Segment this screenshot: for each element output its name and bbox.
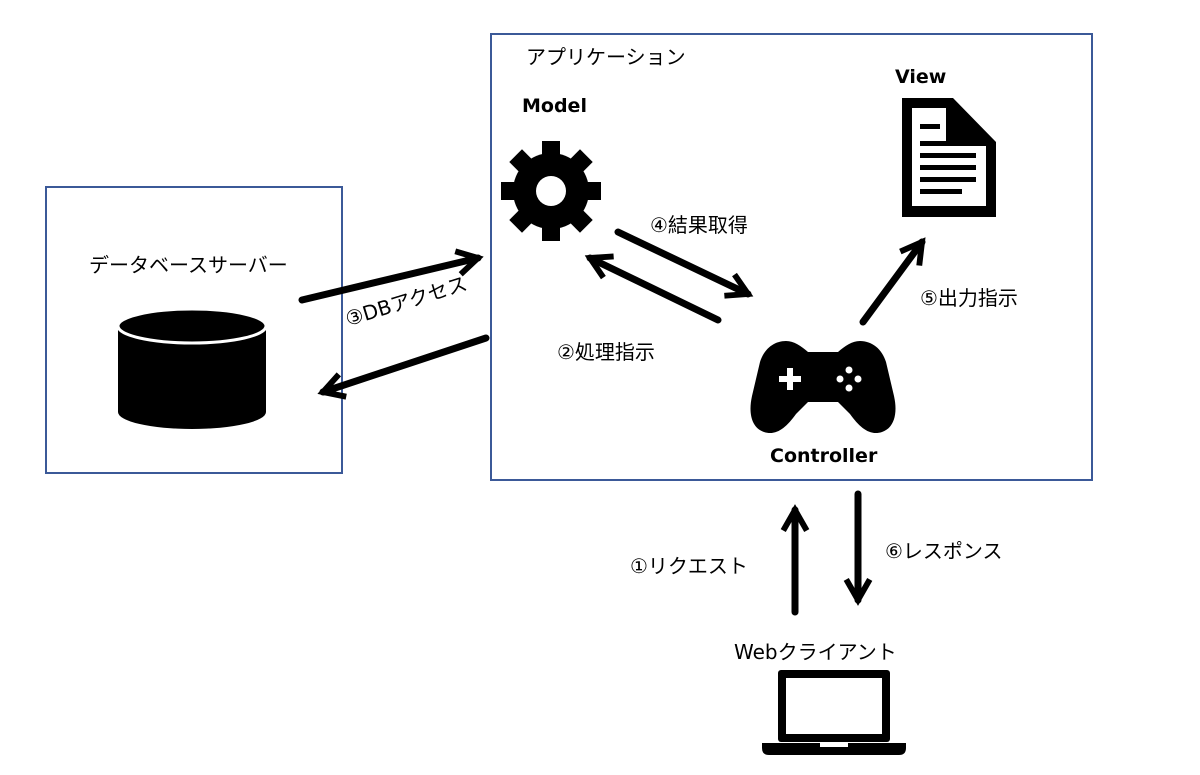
database-server-title: データベースサーバー [89, 253, 288, 277]
model-label: Model [522, 95, 587, 117]
step-request-label: ①リクエスト [630, 554, 748, 578]
step-response-label: ⑥レスポンス [885, 539, 1003, 563]
step-get-result-label: ④結果取得 [650, 213, 748, 237]
laptop-icon [762, 670, 906, 755]
db-access-arrow-left [317, 334, 490, 400]
controller-label: Controller [770, 445, 878, 467]
step-output-instruction-label: ⑤出力指示 [920, 286, 1018, 310]
process-instruction-arrow [584, 253, 722, 324]
database-server-box [45, 186, 343, 474]
get-result-arrow [614, 228, 754, 299]
db-access-arrow-right [298, 248, 484, 304]
web-client-label: Webクライアント [734, 640, 897, 664]
gear-icon [501, 141, 601, 241]
view-label: View [895, 66, 947, 88]
database-icon [116, 307, 268, 429]
gamepad-icon [750, 341, 896, 434]
application-title: アプリケーション [526, 45, 686, 69]
output-instruction-arrow [859, 237, 926, 326]
step-process-instruction-label: ②処理指示 [557, 340, 655, 364]
document-icon [902, 98, 996, 217]
application-box [490, 33, 1093, 481]
